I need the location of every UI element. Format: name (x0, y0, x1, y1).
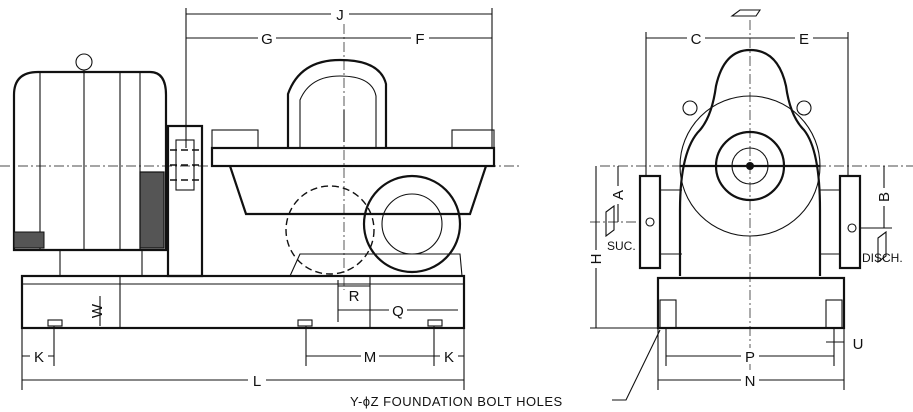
dim-label-Q: Q (392, 303, 404, 320)
base-frame (20, 274, 466, 330)
dim-label-P: P (745, 349, 755, 366)
dim-label-N: N (745, 373, 756, 390)
end-view (590, 20, 913, 370)
discharge-label: DISCH. (862, 251, 903, 265)
dim-label-W: W (89, 303, 106, 318)
foundation-bolt-note: Y-ϕZ FOUNDATION BOLT HOLES (350, 394, 563, 409)
dim-label-F: F (415, 31, 424, 48)
dim-label-J: J (336, 7, 344, 24)
dim-label-K-right: K (444, 349, 454, 366)
dim-label-C: C (691, 31, 702, 48)
suction-label: SUC. (607, 239, 636, 253)
dim-label-H: H (588, 254, 605, 265)
motor (12, 53, 168, 277)
dim-label-G: G (261, 31, 273, 48)
pump-casing (210, 58, 496, 277)
coupling-guard (166, 124, 204, 278)
dimension-labels: J G F C E A B H SUC. DISCH. R Q W K M K … (30, 6, 903, 409)
dim-label-B: B (876, 192, 893, 202)
dim-label-R: R (349, 288, 360, 305)
dim-label-L: L (253, 373, 261, 390)
dim-label-K-left: K (34, 349, 44, 366)
dim-label-U: U (853, 336, 864, 353)
dim-label-A: A (610, 190, 627, 200)
dim-label-M: M (364, 349, 377, 366)
side-view (0, 6, 520, 330)
dimension-lines (21, 8, 892, 401)
end-base (656, 276, 846, 330)
dim-label-E: E (799, 31, 809, 48)
